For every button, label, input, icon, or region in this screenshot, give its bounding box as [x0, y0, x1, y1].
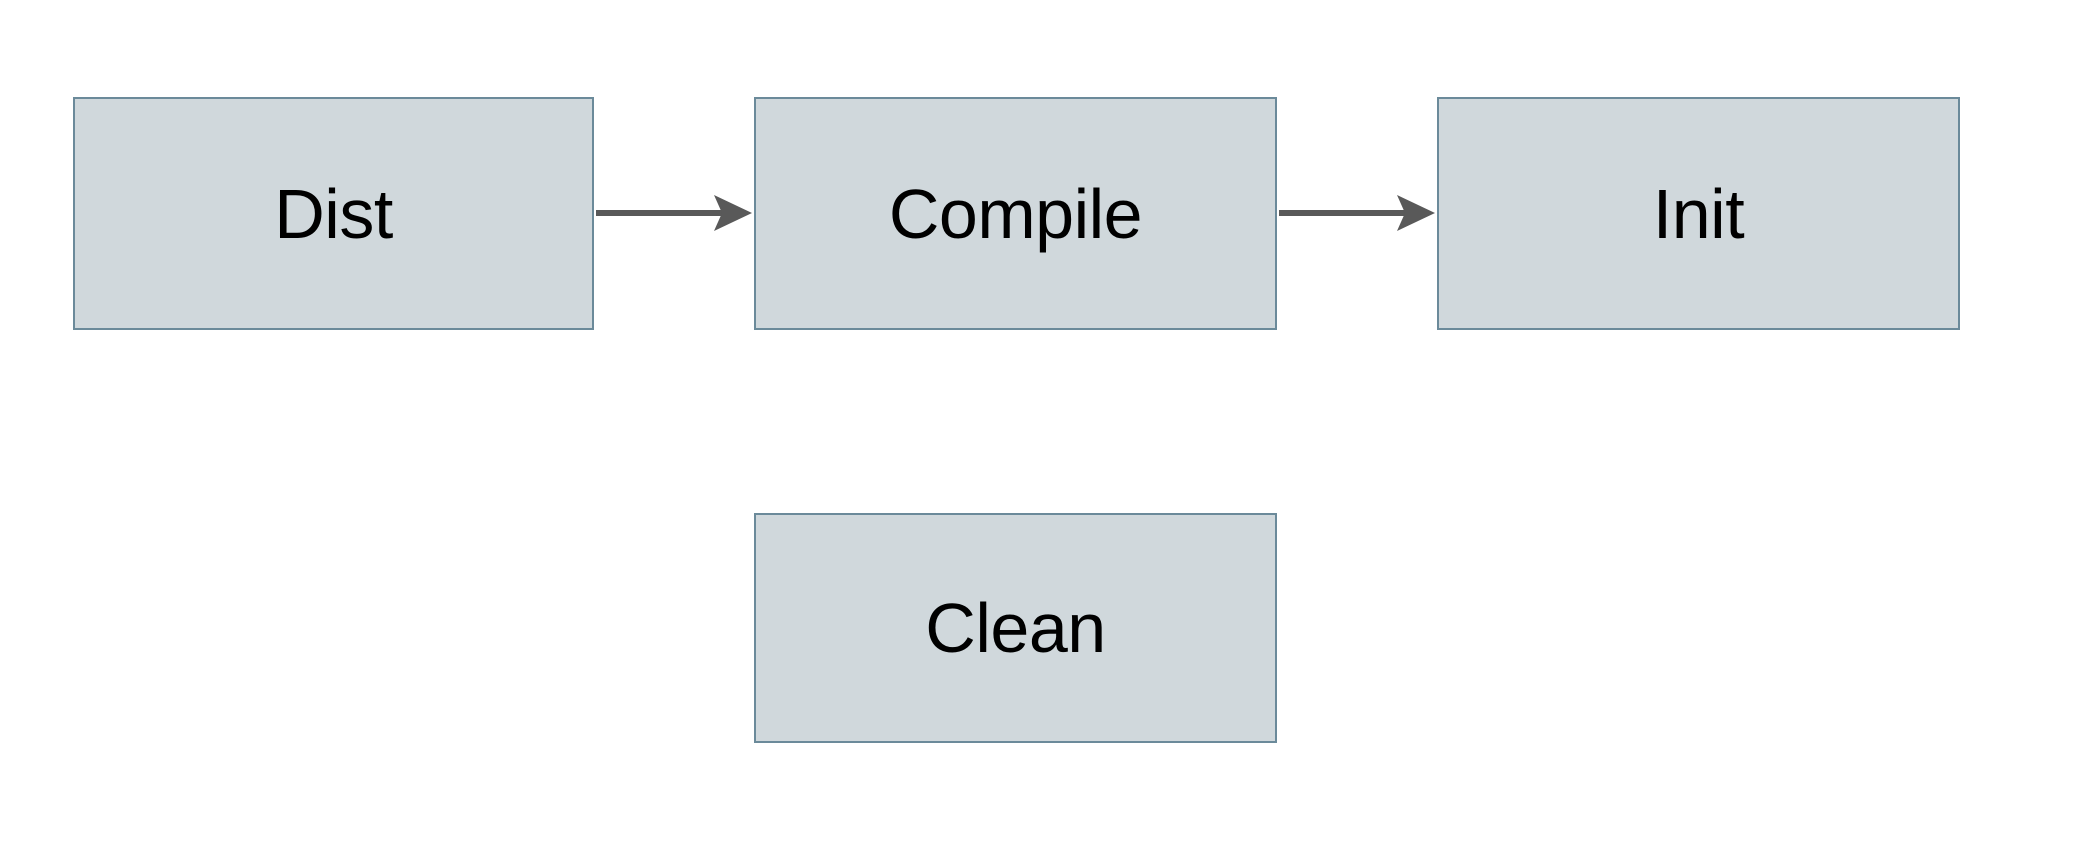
node-init[interactable]: Init — [1437, 97, 1960, 330]
node-clean[interactable]: Clean — [754, 513, 1277, 743]
node-clean-label: Clean — [925, 589, 1106, 667]
edge-compile-to-init[interactable] — [1279, 195, 1435, 231]
node-init-label: Init — [1652, 174, 1745, 253]
arrowhead-icon — [1397, 195, 1435, 231]
edge-dist-to-compile[interactable] — [596, 195, 752, 231]
node-dist[interactable]: Dist — [73, 97, 594, 330]
arrowhead-icon — [714, 195, 752, 231]
node-compile-label: Compile — [888, 174, 1143, 253]
node-compile[interactable]: Compile — [754, 97, 1277, 330]
node-dist-label: Dist — [274, 174, 393, 253]
